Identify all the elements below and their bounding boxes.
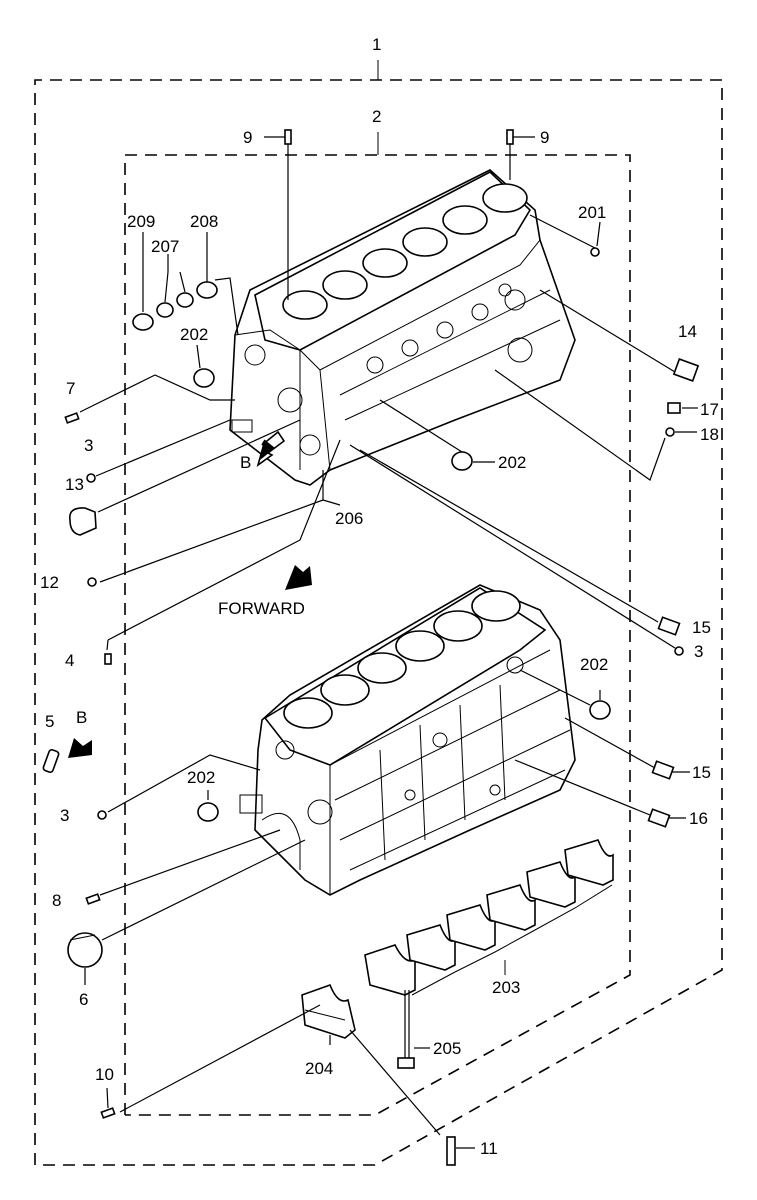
arrow-label-b-lower: B — [76, 708, 87, 727]
upper-cylinder-bores — [282, 183, 528, 320]
label-206: 206 — [335, 509, 363, 528]
main-bearing-bolt — [397, 990, 415, 1069]
label-3-c: 3 — [60, 806, 69, 825]
label-202-b: 202 — [498, 453, 526, 472]
label-202-c: 202 — [580, 655, 608, 674]
small-parts — [42, 129, 700, 1166]
label-15-b: 15 — [692, 763, 711, 782]
lower-cylinder-bores — [283, 590, 521, 729]
label-2: 2 — [372, 107, 381, 126]
label-9-left: 9 — [243, 128, 252, 147]
label-208: 208 — [190, 212, 218, 231]
label-204: 204 — [305, 1059, 333, 1078]
direction-arrows — [68, 430, 312, 758]
label-5: 5 — [45, 712, 54, 731]
label-9-right: 9 — [540, 128, 549, 147]
main-bearing-caps — [364, 839, 614, 996]
part-labels: 1 2 9 9 201 209 208 207 202 7 3 13 12 14… — [40, 35, 719, 1158]
upper-cylinder-block — [229, 169, 576, 486]
thrust-bearing-cap — [301, 983, 356, 1039]
label-1: 1 — [372, 35, 381, 54]
label-203: 203 — [492, 978, 520, 997]
label-16: 16 — [689, 809, 708, 828]
assembly-2-boundary — [124, 132, 631, 1116]
arrow-label-forward: FORWARD — [218, 599, 305, 618]
label-6: 6 — [79, 990, 88, 1009]
lower-cylinder-block — [239, 584, 576, 896]
label-13: 13 — [65, 475, 84, 494]
label-18: 18 — [700, 425, 719, 444]
label-7: 7 — [66, 379, 75, 398]
leader-lines — [79, 136, 698, 1149]
label-11: 11 — [480, 1139, 498, 1158]
label-209: 209 — [127, 212, 155, 231]
label-207: 207 — [151, 237, 179, 256]
label-15-a: 15 — [692, 618, 711, 637]
label-202-a: 202 — [180, 325, 208, 344]
label-12: 12 — [40, 573, 59, 592]
label-202-d: 202 — [187, 768, 215, 787]
label-10: 10 — [95, 1065, 114, 1084]
label-3-b: 3 — [694, 642, 703, 661]
label-205: 205 — [433, 1039, 461, 1058]
label-8: 8 — [52, 891, 61, 910]
label-201: 201 — [578, 203, 606, 222]
label-3-a: 3 — [84, 436, 93, 455]
assembly-1-boundary — [34, 60, 723, 1166]
label-17: 17 — [700, 400, 719, 419]
arrow-label-b-upper: B — [240, 453, 251, 472]
label-14: 14 — [678, 322, 697, 341]
label-4: 4 — [65, 651, 74, 670]
